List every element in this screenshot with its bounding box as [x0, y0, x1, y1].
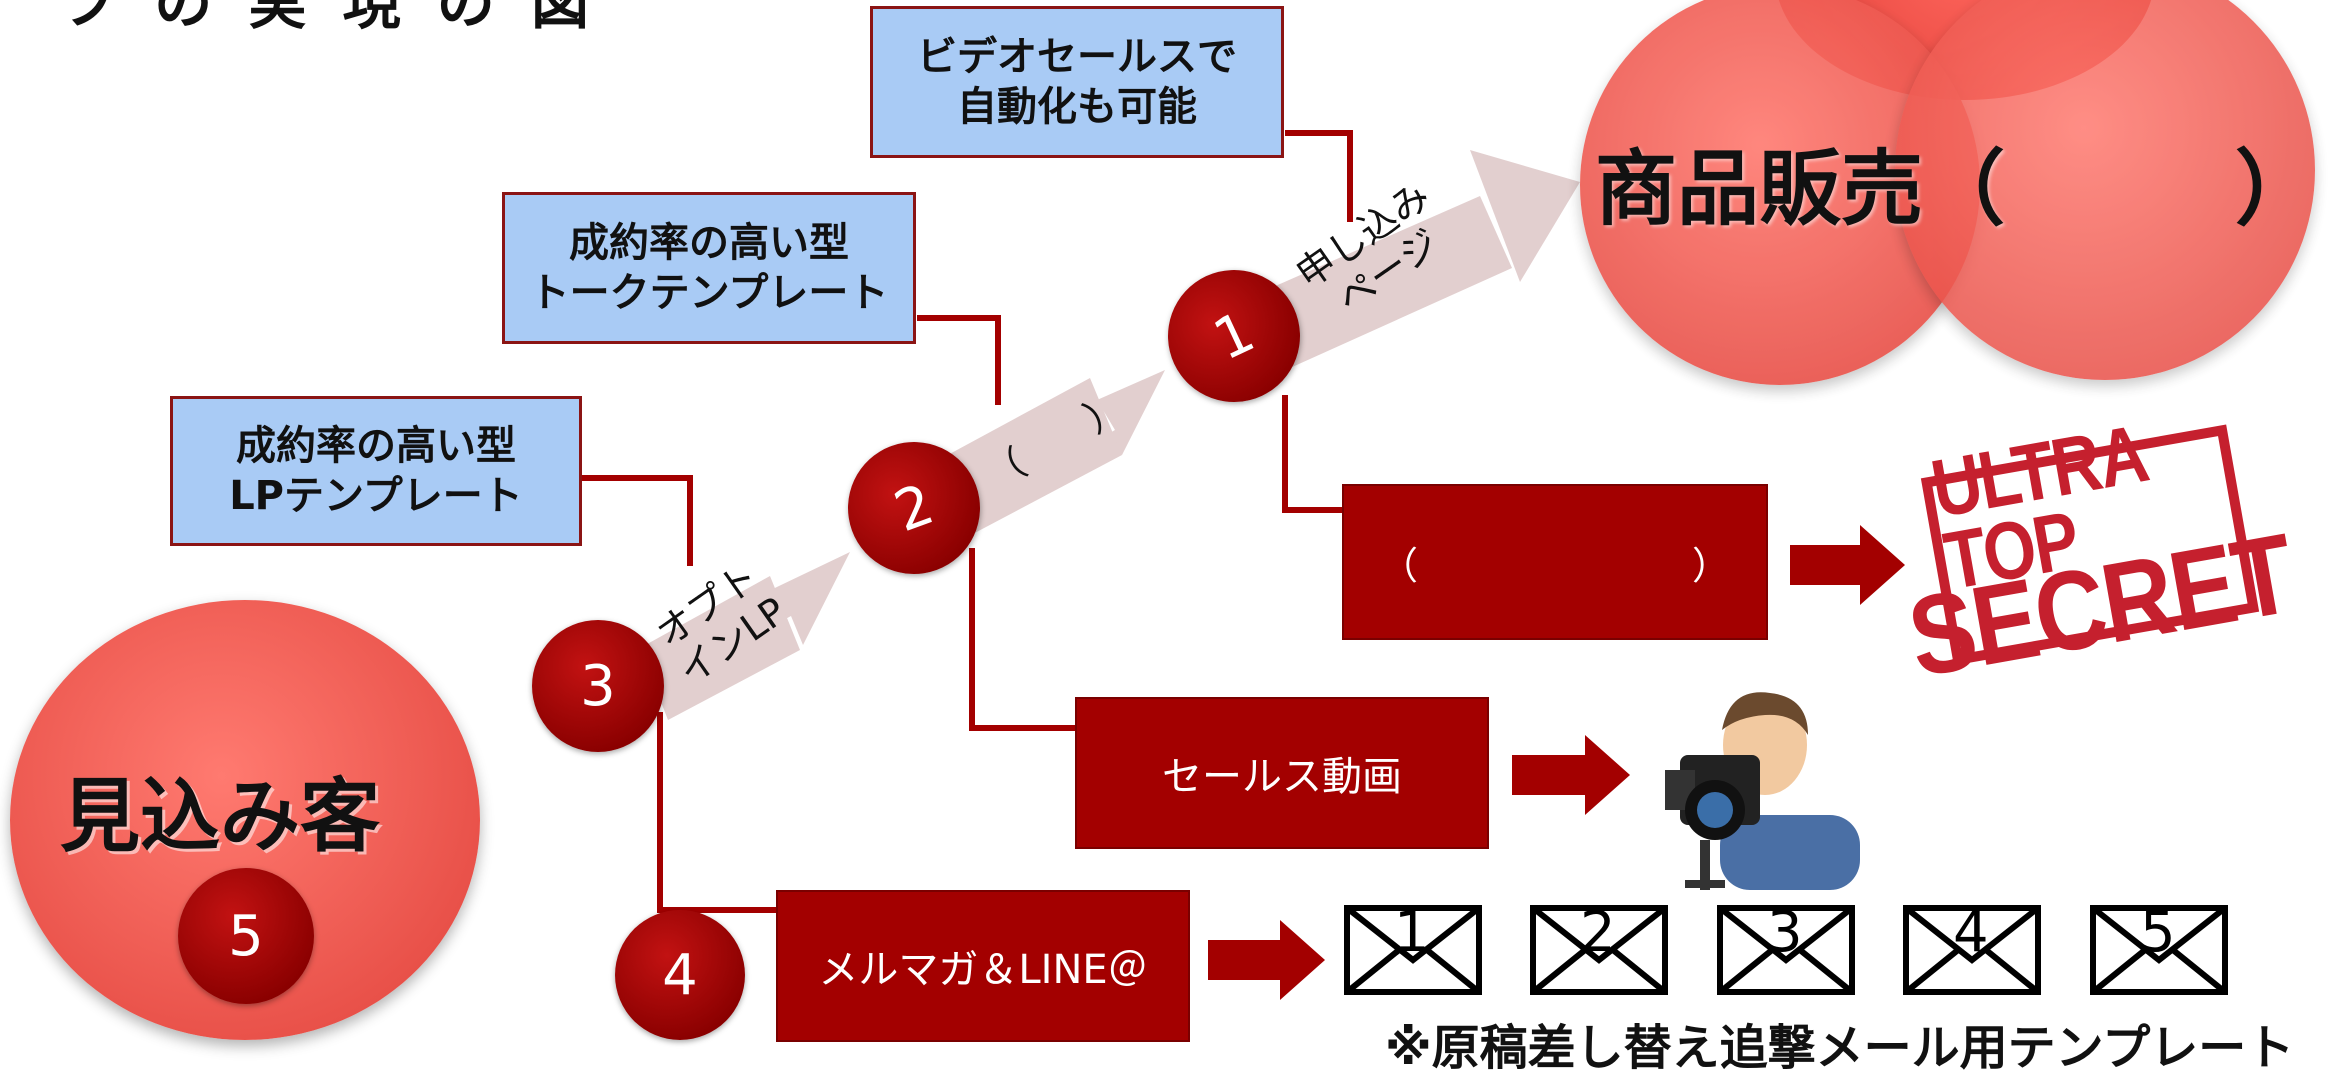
- note-talk-line1: 成約率の高い型: [569, 220, 849, 266]
- secret-box-open: （: [1380, 543, 1419, 588]
- cameraman-icon: [1665, 692, 1860, 890]
- envelope-number-5: 5: [2140, 900, 2176, 965]
- line-talk-note: [917, 315, 1001, 405]
- secret-box-close: ）: [1691, 543, 1730, 588]
- step-badge-3: 3: [532, 620, 664, 752]
- line-1-to-secret: [1282, 395, 1345, 513]
- note-video-sales: ビデオセールスで 自動化も可能: [870, 6, 1284, 158]
- sales-label: 商品販売（: [1595, 142, 2006, 237]
- envelope-number-3: 3: [1767, 900, 1803, 965]
- flow-arrow-3-to-2: [650, 552, 850, 690]
- envelope-number-2: 2: [1580, 900, 1616, 965]
- sales-video-box: セールス動画: [1075, 697, 1489, 849]
- envelope-icon-1: [1344, 905, 1482, 995]
- note-lp-line2: LPテンプレート: [229, 473, 523, 519]
- flow-arrow-2-to-1: [950, 370, 1165, 520]
- note-lp-line1: 成約率の高い型: [236, 423, 516, 469]
- step-badge-4: 4: [615, 910, 745, 1040]
- envelope-number-1: 1: [1394, 900, 1430, 965]
- envelope-number-4: 4: [1953, 900, 1989, 965]
- arrow-to-mail: [1208, 920, 1325, 1000]
- flow-arrow-3-body: [640, 576, 800, 720]
- envelope-icon-5: [2090, 905, 2228, 995]
- arrow-to-secret: [1790, 525, 1905, 605]
- note-lp-template: 成約率の高い型 LPテンプレート: [170, 396, 582, 546]
- line-2-to-video: [969, 548, 1078, 731]
- note-talk-line2: トークテンプレート: [529, 270, 889, 316]
- sales-circle-right: [1895, 0, 2315, 380]
- prospect-label: 見込み客: [60, 770, 380, 863]
- prospect-number-badge: 5: [178, 868, 314, 1004]
- line-video-note: [1285, 130, 1353, 222]
- envelope-icon-2: [1530, 905, 1668, 995]
- arrow-to-camera: [1512, 735, 1630, 815]
- sales-label-close: ）: [2235, 142, 2318, 237]
- flow-arrow-1-head: [1470, 150, 1580, 282]
- line-lp-note: [580, 475, 693, 566]
- line-3-to-mail: [657, 712, 780, 913]
- note-video-line1: ビデオセールスで: [917, 34, 1237, 80]
- note-video-line2: 自動化も可能: [957, 84, 1197, 130]
- secret-box: （ ）: [1342, 484, 1768, 640]
- header-title-fragment: フ の 実 現 の 図: [60, 0, 597, 37]
- flow-arrow-1-body: [1255, 196, 1512, 368]
- footnote-template-note: ※原稿差し替え追撃メール用テンプレート: [1385, 1020, 2295, 1076]
- mail-box: メルマガ＆LINE＠: [776, 890, 1190, 1042]
- ultra-top-secret-stamp-icon: ULTRA TOP SECRET: [1900, 408, 2302, 701]
- envelope-icon-4: [1903, 905, 2041, 995]
- note-talk-template: 成約率の高い型 トークテンプレート: [502, 192, 916, 344]
- envelope-icon-3: [1717, 905, 1855, 995]
